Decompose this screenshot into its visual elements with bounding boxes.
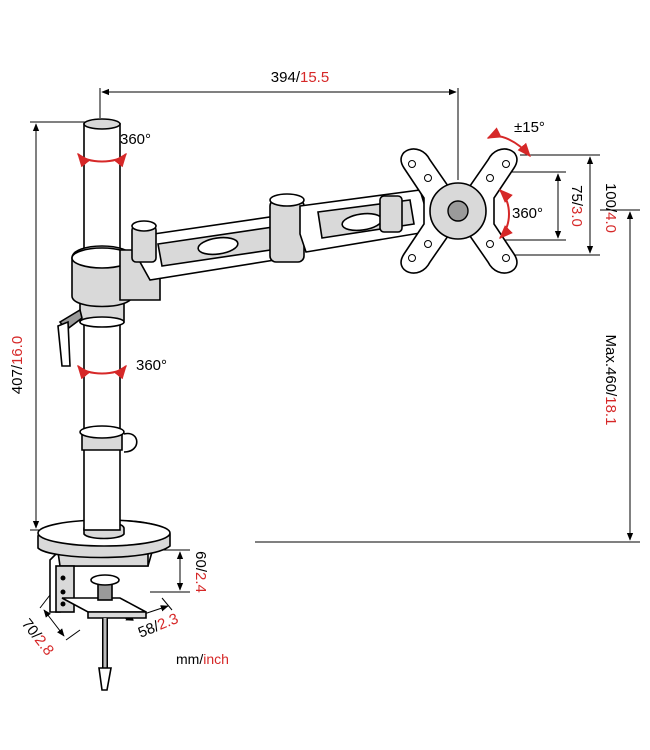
rotation-pole-top-label: 360°: [120, 131, 151, 148]
rotation-head-label: 360°: [512, 205, 543, 222]
clamp-width-label: 58/2.3: [136, 610, 181, 641]
arm-reach-label: 394/15.5: [271, 69, 329, 86]
vesa-inner-label: 75/3.0: [568, 185, 585, 227]
vesa-head: [400, 148, 518, 274]
desk-clamp: [49, 551, 154, 691]
vesa-outer-label: 100/4.0: [602, 183, 619, 233]
arm-segments: [71, 189, 427, 308]
tilt-label: ±15°: [514, 119, 545, 136]
units-label: mm/inch: [176, 651, 229, 667]
rotation-arrows: [77, 127, 531, 380]
clamp-height-label: 60/2.4: [192, 551, 209, 593]
max-height-label: Max.460/18.1: [602, 335, 619, 426]
rotation-pole-mid-label: 360°: [136, 357, 167, 374]
pole-height-label: 407/16.0: [9, 336, 26, 394]
pole: [57, 118, 138, 531]
dimension-lines: [30, 88, 640, 641]
clamp-depth-label: 70/2.8: [18, 616, 57, 659]
